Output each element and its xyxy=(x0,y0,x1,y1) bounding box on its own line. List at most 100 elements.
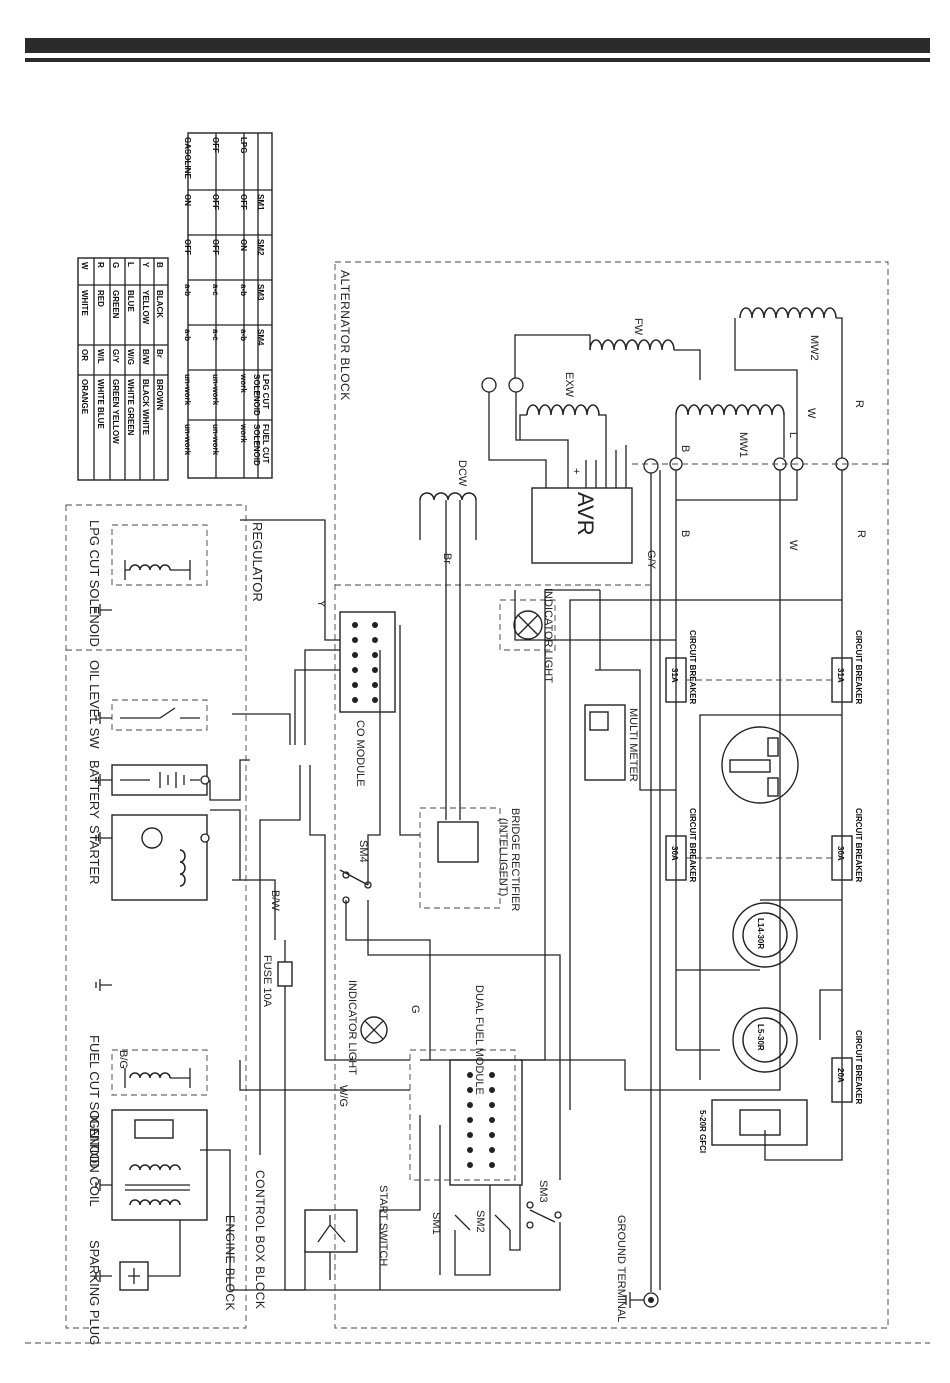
wire-color-label: Br xyxy=(441,553,453,564)
switch-table-header: SM3 xyxy=(256,284,265,301)
switch-table-header: SM1 xyxy=(256,194,265,211)
color-table-cell: GREEN YELLOW xyxy=(111,379,120,444)
mw1-label: MW1 xyxy=(737,432,749,458)
gfci-label: 5-20R GFCI xyxy=(698,1110,707,1153)
wire-color-label: W/G xyxy=(337,1085,349,1107)
color-table-cell: ORANGE xyxy=(80,379,89,415)
co-module-pin xyxy=(352,622,358,628)
wire-color-label: B xyxy=(679,445,691,452)
bridge-rectifier-sublabel: (INTELLIGENT) xyxy=(497,818,509,896)
indicator-light-1 xyxy=(513,610,543,640)
breaker-label: CIRCUIT BREAKER xyxy=(854,808,863,882)
dual-fuel-pin xyxy=(467,1132,473,1138)
color-table-cell: Y xyxy=(141,262,150,268)
ground-stud xyxy=(643,458,659,474)
co-module-pin xyxy=(352,652,358,658)
color-table-cell: W/G xyxy=(126,349,135,365)
color-table-cell: OR xyxy=(80,349,89,361)
co-module-pin xyxy=(352,682,358,688)
ground-symbol xyxy=(95,832,112,844)
ignition-coil xyxy=(111,1109,208,1221)
lpg-cut-solenoid xyxy=(111,524,208,586)
color-table-cell: WHITE xyxy=(80,290,89,316)
lpg-cut-solenoid-label: LPG CUT SOLENOID xyxy=(87,520,102,647)
color-table-cell: YELLOW xyxy=(141,290,150,325)
switch-table-cell: a-c xyxy=(211,329,220,341)
switch-table-cell: a-b xyxy=(183,329,192,341)
mw1-winding xyxy=(675,404,785,416)
sm1-label: SM1 xyxy=(430,1212,442,1235)
switch-table-header: SOLENOID xyxy=(252,374,261,416)
l14-label: L14-30R xyxy=(756,918,765,949)
svg-text:+: + xyxy=(570,468,582,474)
breaker-label: CIRCUIT BREAKER xyxy=(688,630,697,704)
alternator-block-label: ALTERNATOR BLOCK xyxy=(338,270,352,401)
oil-level-switch xyxy=(111,699,208,731)
fw-label: FW xyxy=(632,318,644,336)
sparking-plug-label: SPARKING PLUG xyxy=(87,1240,102,1345)
ground-symbol xyxy=(95,1179,112,1191)
avr-module xyxy=(531,487,633,564)
dcw-label: DCW xyxy=(456,460,468,487)
sm4-label: SM4 xyxy=(357,840,369,863)
ground-symbol xyxy=(95,1270,112,1282)
multi-meter-label: MULTI METER xyxy=(627,708,639,782)
fuse-10a xyxy=(277,961,293,987)
co-module-label: CO MODULE xyxy=(354,720,366,787)
color-code-table xyxy=(77,257,169,481)
color-table-cell: RED xyxy=(96,290,105,307)
color-table-cell: Br xyxy=(155,349,164,358)
battery-label: BATTERY xyxy=(87,760,102,819)
wire-color-label: R xyxy=(855,530,867,538)
switch-table-cell: work xyxy=(239,423,248,443)
ignition-coil-label: IGNITION COIL xyxy=(87,1115,102,1207)
switch-table-cell: OFF xyxy=(211,239,220,255)
co-module xyxy=(339,611,396,713)
mw2-winding xyxy=(739,307,837,319)
dual-fuel-pin xyxy=(489,1102,495,1108)
co-module-pin xyxy=(352,667,358,673)
oil-level-sw-label: OIL LEVEL SW xyxy=(87,660,102,749)
co-module-pin xyxy=(352,637,358,643)
dual-fuel-pin xyxy=(489,1162,495,1168)
brush-terminal-1 xyxy=(481,377,497,393)
breaker-label: CIRCUIT BREAKER xyxy=(854,1030,863,1104)
color-table-cell: BLACK WHITE xyxy=(141,379,150,436)
avr-label: AVR xyxy=(573,492,598,536)
ground-symbol xyxy=(95,774,112,786)
switch-table-header: FUEL CUT xyxy=(261,424,270,464)
header-bar-thin xyxy=(25,58,930,62)
wire-color-label: B xyxy=(679,530,691,537)
switch-table-header: LPG CUT xyxy=(261,374,270,409)
color-table-cell: R xyxy=(96,262,105,268)
switch-table-header: SM4 xyxy=(256,329,265,346)
switch-table-header: SOLENOID xyxy=(252,424,261,466)
color-table-cell: G/Y xyxy=(111,349,120,363)
indicator-light-2-label: INDICATOR LIGHT xyxy=(346,980,358,1075)
switch-table-cell: un-work xyxy=(211,424,220,456)
outlet-l14-30r: L14-30R xyxy=(732,902,798,968)
switch-table-header: SM2 xyxy=(256,239,265,256)
co-module-pin xyxy=(372,667,378,673)
control-box-wires xyxy=(200,519,601,1291)
engine-block-frame xyxy=(65,504,247,1329)
ground-terminal-label: GROUND TERMINAL xyxy=(615,1215,627,1322)
sm2-label: SM2 xyxy=(474,1210,486,1233)
color-table-cell: B/W xyxy=(141,349,150,365)
mw2-label: MW2 xyxy=(808,335,820,361)
color-table-cell: WHITE GREEN xyxy=(126,379,135,436)
dual-fuel-pin xyxy=(489,1117,495,1123)
switch-table-cell: un-work xyxy=(183,424,192,456)
wire-color-label: W xyxy=(787,540,799,551)
switch-table-cell: OFF xyxy=(211,194,220,210)
switch-table-cell: ON xyxy=(239,239,248,251)
wire-color-label: B/W xyxy=(269,890,281,911)
dual-fuel-pin xyxy=(489,1072,495,1078)
co-module-pin xyxy=(372,682,378,688)
dual-fuel-pin xyxy=(489,1132,495,1138)
dual-fuel-pin xyxy=(489,1147,495,1153)
color-table-cell: W xyxy=(80,262,89,270)
switch-table-cell: un-work xyxy=(183,374,192,406)
breaker-label: CIRCUIT BREAKER xyxy=(688,808,697,882)
